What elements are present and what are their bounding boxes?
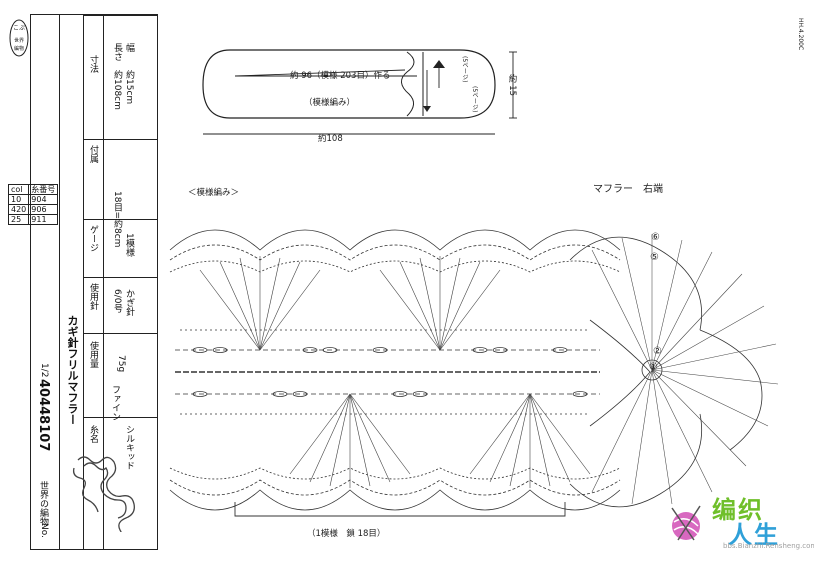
gauge-line2: 18目=約8cm <box>112 191 122 248</box>
watermark-site: bbs.Bianzhi.Rensheng.com <box>723 542 814 550</box>
spec-row-line <box>83 333 157 334</box>
needle-line2: 6/0号 <box>112 289 122 313</box>
watermark-subtitle: 人生 <box>728 521 780 549</box>
color-cell: 904 <box>28 194 59 205</box>
product-number: 40448107 <box>36 379 51 452</box>
header-size: 寸法 <box>88 55 98 73</box>
color-header-col: col <box>7 184 30 195</box>
scarf-schematic <box>202 49 517 135</box>
spec-row-line <box>83 139 157 140</box>
watermark-yarn-icon <box>671 505 701 541</box>
schematic-pattern-label: （模様編み） <box>304 98 356 108</box>
color-cell: 911 <box>28 214 59 225</box>
spec-row-line <box>83 277 157 278</box>
series-label: 世界の編物 <box>38 481 48 526</box>
sidebar-divider <box>59 15 60 549</box>
schematic-width-label: 約 15 <box>507 74 517 97</box>
spec-row-line <box>83 417 157 418</box>
row-marker: ⑥ <box>651 232 660 243</box>
sidebar-divider <box>83 15 84 549</box>
row-marker: ② <box>653 346 662 357</box>
gauge-line1: 1模様 <box>124 233 134 257</box>
header-column-divider <box>103 15 104 549</box>
color-header-num: 糸番号 <box>28 184 59 195</box>
yarn-name-line1: シルキッド <box>124 425 134 470</box>
spec-row-line <box>83 219 157 220</box>
yarn-name-line2: ファイン <box>110 385 120 421</box>
spec-sidebar: 世界の編物 No. 40448107 1/2 カギ針フリルマフラー 糸名 使用量… <box>30 14 158 550</box>
yarn-amount: 75g <box>116 355 126 373</box>
schematic-end-note: (5ページ) <box>461 56 468 83</box>
product-photo <box>72 456 135 532</box>
watermark-title: 编织 <box>712 496 764 524</box>
color-cell: 420 <box>7 204 30 215</box>
needle-line1: かぎ針 <box>124 289 134 316</box>
spec-row-line <box>83 15 157 16</box>
product-title: カギ針フリルマフラー <box>66 315 79 425</box>
color-cell: 25 <box>7 214 30 225</box>
header-amount: 使用量 <box>88 341 98 368</box>
schematic-length-label: 約108 <box>318 134 343 144</box>
crochet-chart <box>169 229 779 517</box>
schematic-top-label: 約 96（模様 203目）作る <box>290 71 391 81</box>
publisher-logo: こぷ 世界 編物 <box>9 19 29 57</box>
document-code: HH.4.200C <box>797 18 804 51</box>
number-prefix: No. <box>39 523 49 538</box>
page-fraction: 1/2 <box>39 363 49 378</box>
header-gauge: ゲージ <box>88 225 98 252</box>
svg-text:編物: 編物 <box>14 45 24 52</box>
color-cell: 10 <box>7 194 30 205</box>
header-yarn: 糸名 <box>88 425 98 443</box>
color-cell: 906 <box>28 204 59 215</box>
header-needle: 使用針 <box>88 283 98 310</box>
row-marker: ⑤ <box>650 252 659 263</box>
scarf-end-label: マフラー 右端 <box>593 184 663 195</box>
schematic-end-note: (5ページ) <box>471 86 478 113</box>
size-length: 長さ 約108cm <box>112 43 122 110</box>
repeat-label: （1模様 鎖 18目） <box>307 529 386 539</box>
header-notions: 付属 <box>88 145 98 163</box>
row-marker: ① <box>649 362 658 373</box>
pattern-stitch-label: ＜模様編み＞ <box>188 188 240 198</box>
svg-text:こぷ: こぷ <box>13 25 25 32</box>
svg-text:世界: 世界 <box>14 37 24 44</box>
size-width: 幅 約15cm <box>124 43 134 105</box>
